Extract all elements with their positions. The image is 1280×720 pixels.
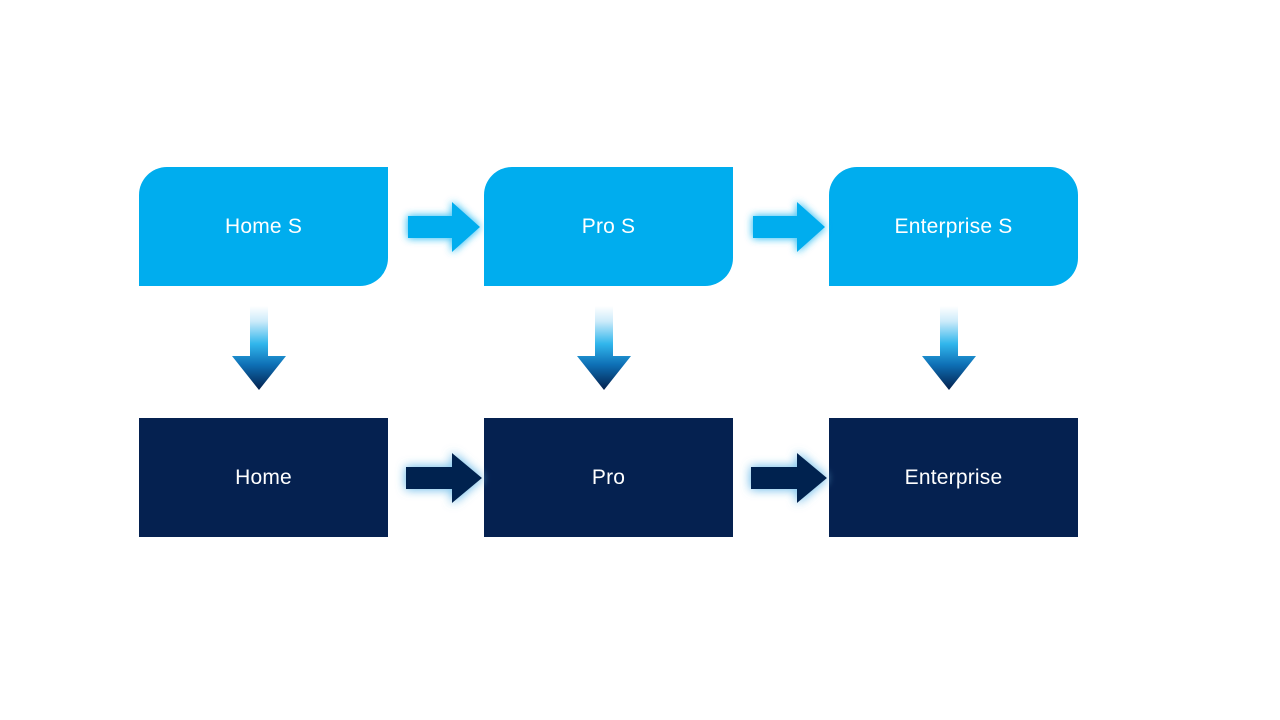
arrow-right-icon-home-s-to-pro-s xyxy=(404,198,484,256)
arrow-right-icon-pro-to-enterprise xyxy=(745,449,833,507)
arrow-right-icon-pro-s-to-enterprise-s xyxy=(749,198,829,256)
arrow-right-icon-home-to-pro xyxy=(400,449,488,507)
node-enterprise-s[interactable]: Enterprise S xyxy=(829,167,1078,286)
node-home-s-label: Home S xyxy=(224,214,303,238)
arrow-down-icon-enterprise-s-to-enterprise xyxy=(918,304,980,394)
node-enterprise-label: Enterprise xyxy=(904,465,1003,489)
node-enterprise[interactable]: Enterprise xyxy=(829,418,1078,537)
node-home-s[interactable]: Home S xyxy=(139,167,388,286)
node-pro-label: Pro xyxy=(591,465,626,489)
arrow-down-icon-home-s-to-home xyxy=(228,304,290,394)
arrow-down-icon-pro-s-to-pro xyxy=(573,304,635,394)
node-home[interactable]: Home xyxy=(139,418,388,537)
node-pro[interactable]: Pro xyxy=(484,418,733,537)
node-enterprise-s-label: Enterprise S xyxy=(894,214,1013,238)
node-pro-s-label: Pro S xyxy=(581,214,636,238)
node-home-label: Home xyxy=(235,465,292,489)
node-pro-s[interactable]: Pro S xyxy=(484,167,733,286)
